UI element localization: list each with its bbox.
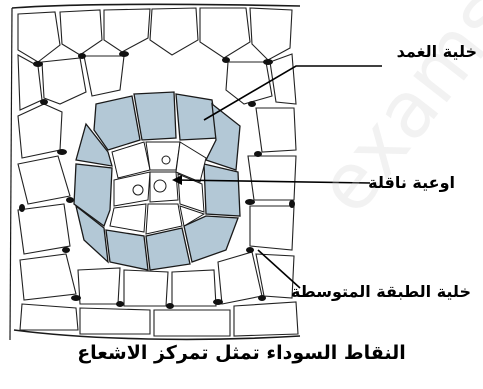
vascular-vessels bbox=[110, 142, 206, 234]
caption-text: النقاط السوداء تمثل تمركز الاشعاع bbox=[0, 342, 483, 364]
label-bundle-sheath-cell: خلية الغمد bbox=[397, 42, 477, 61]
label-mesophyll-cell: خلية الطبقة المتوسطة bbox=[291, 282, 471, 301]
label-conducting-vessels: اوعية ناقلة bbox=[368, 173, 455, 192]
